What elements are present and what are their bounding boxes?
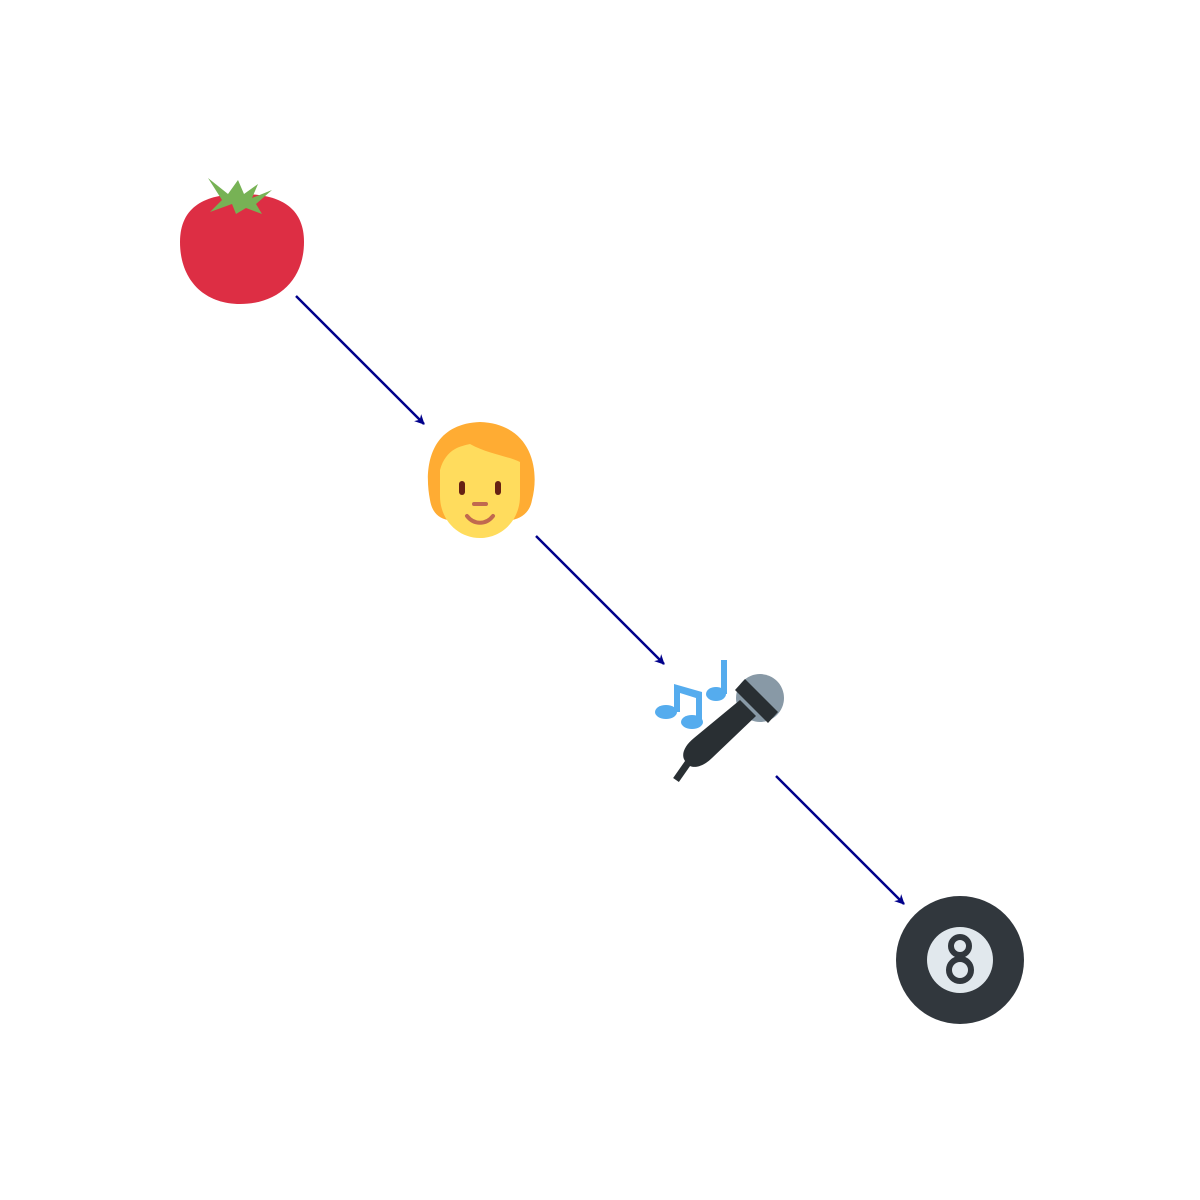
- tomato-icon: [180, 178, 304, 304]
- edges: [295, 295, 905, 905]
- music-note-icon: [655, 660, 727, 729]
- pool-8-ball-icon: [896, 896, 1024, 1024]
- edge-karaoke-to-eight-ball: [775, 775, 905, 905]
- node-eight-ball: [896, 896, 1024, 1024]
- person-icon: [427, 422, 535, 538]
- node-person: [427, 422, 535, 538]
- node-karaoke: [655, 660, 784, 783]
- edge-person-to-karaoke: [535, 535, 665, 665]
- node-tomato: [180, 178, 304, 304]
- microphone-music-notes-icon: [655, 660, 784, 783]
- edge-tomato-to-person: [295, 295, 425, 425]
